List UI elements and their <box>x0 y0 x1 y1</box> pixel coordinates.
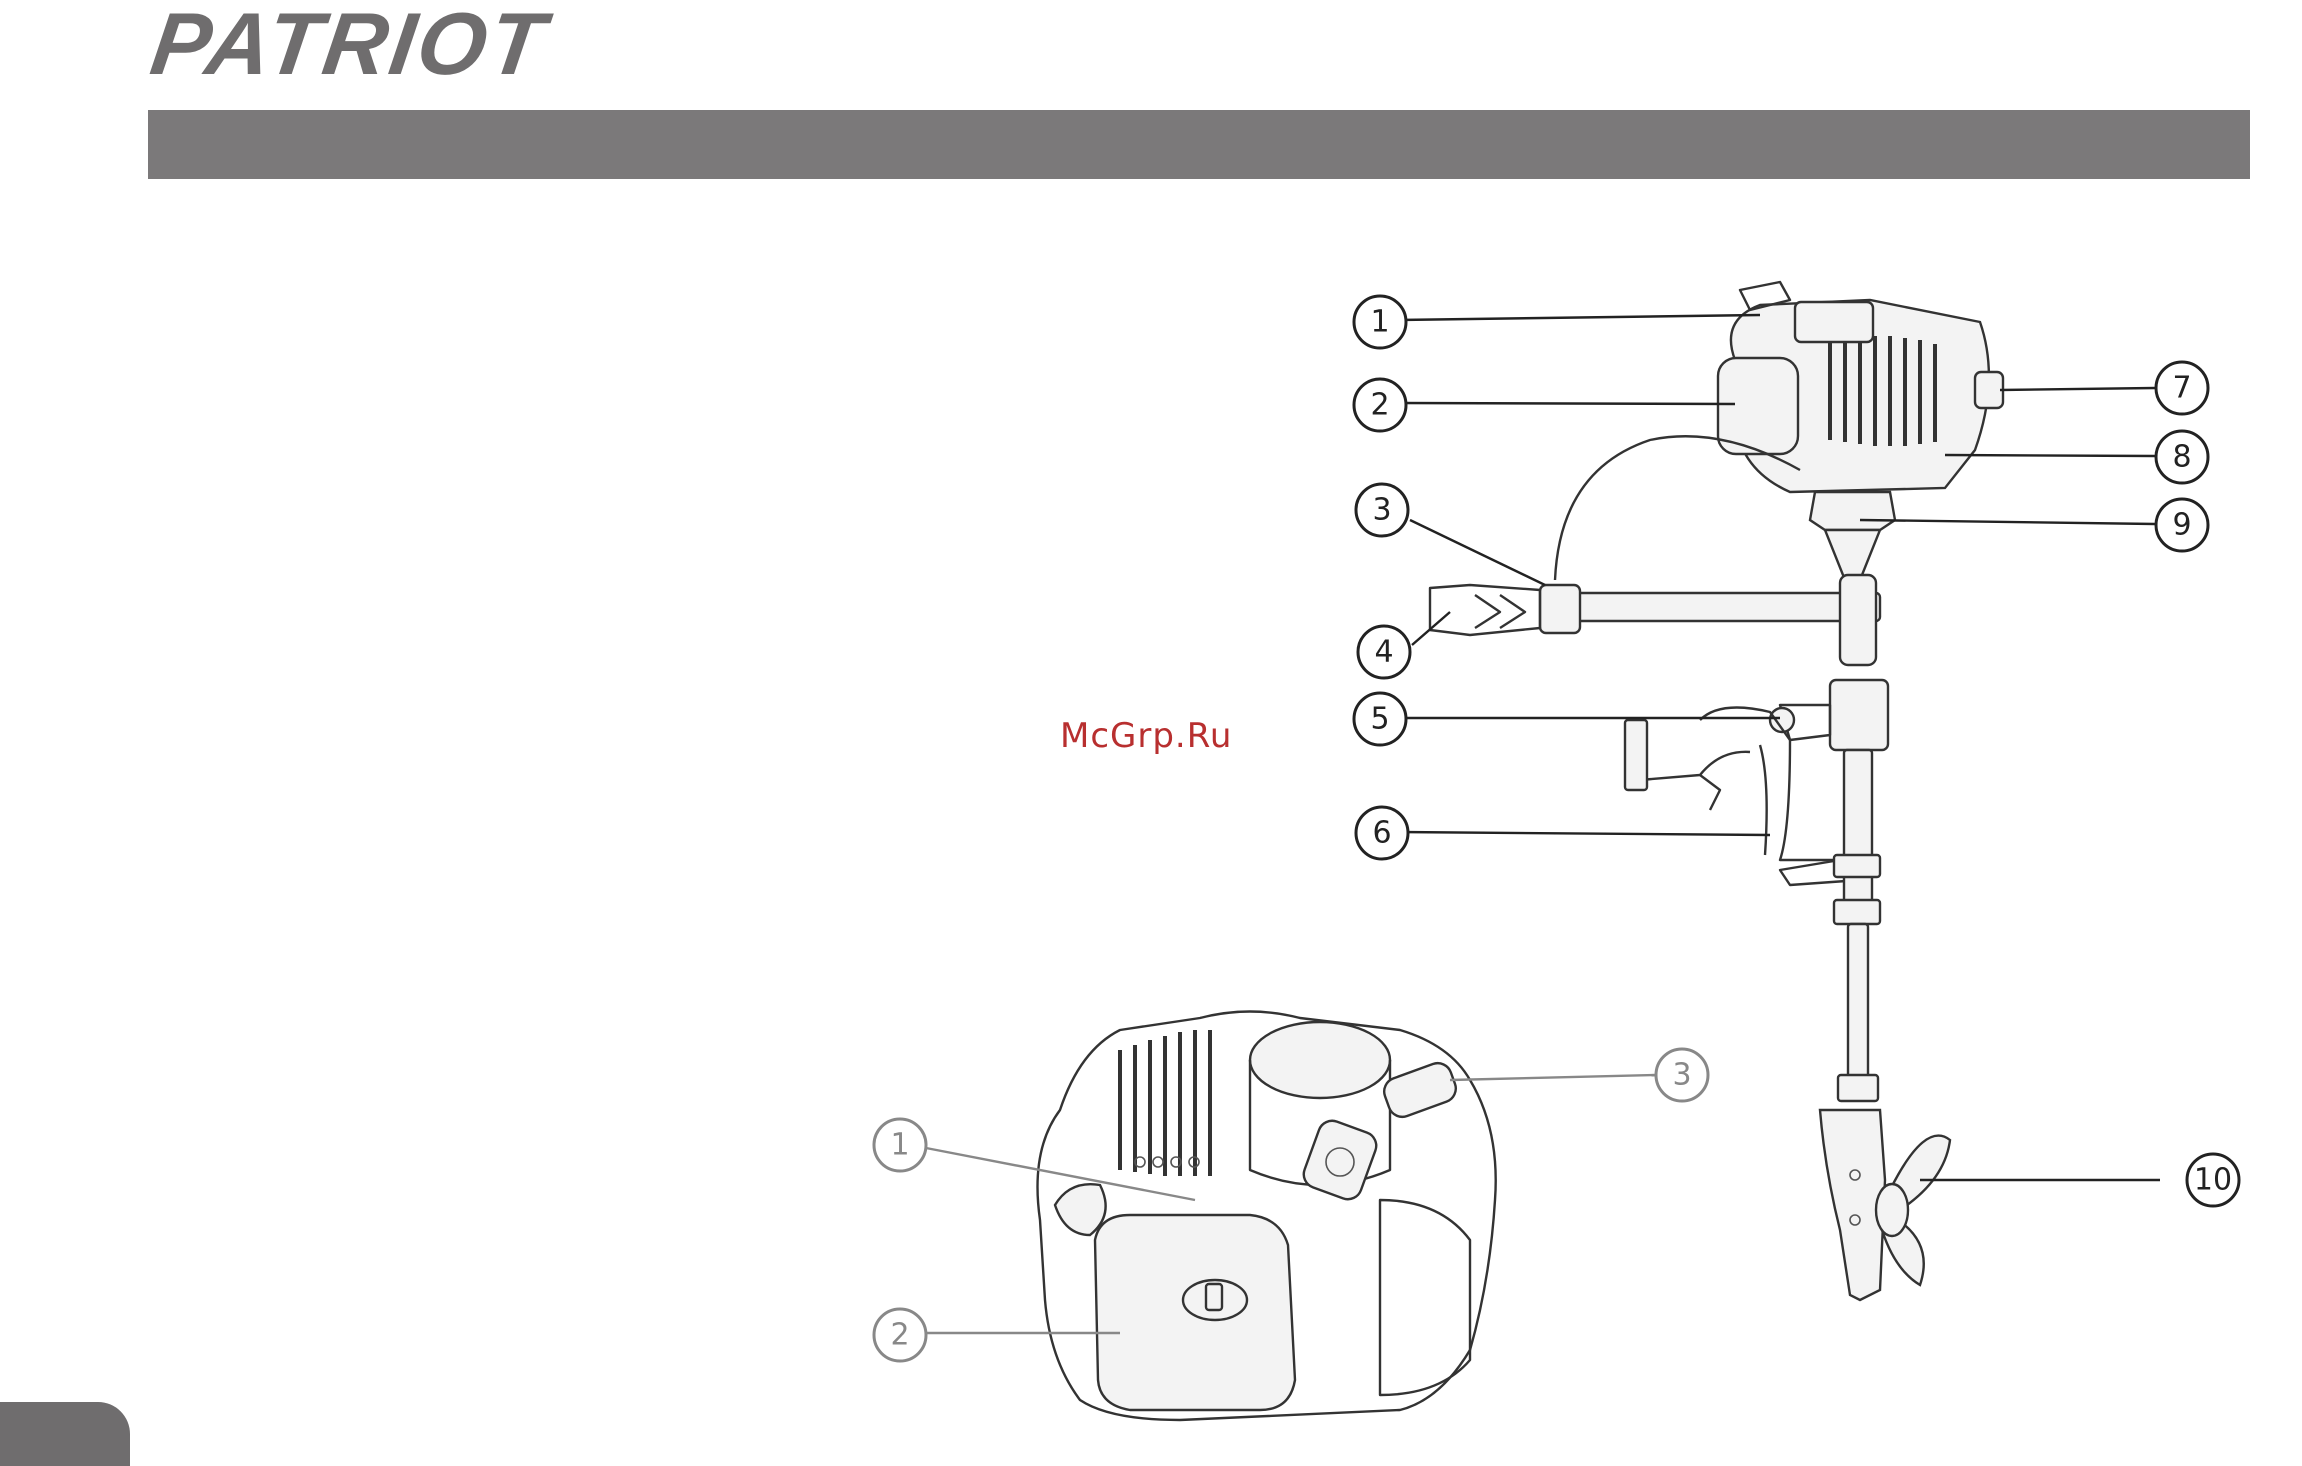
svg-text:3: 3 <box>1672 1058 1691 1093</box>
motor-callout-8: 8 <box>2156 431 2208 483</box>
motor-callout-3: 3 <box>1356 484 1408 536</box>
svg-text:1: 1 <box>1370 305 1389 340</box>
motor-callout-5: 5 <box>1354 693 1406 745</box>
svg-text:6: 6 <box>1372 816 1391 851</box>
svg-text:9: 9 <box>2172 508 2191 543</box>
motor-callout-10: 10 <box>2187 1154 2239 1206</box>
engine-callout-3: 3 <box>1656 1049 1708 1101</box>
engine-closeup-drawing <box>1038 1012 1496 1421</box>
engine-callout-2: 2 <box>874 1309 926 1361</box>
svg-text:2: 2 <box>890 1318 909 1353</box>
svg-text:10: 10 <box>2194 1163 2232 1198</box>
svg-text:7: 7 <box>2172 371 2191 406</box>
outboard-motor-drawing <box>1430 282 2003 1300</box>
motor-callout-7: 7 <box>2156 362 2208 414</box>
svg-text:8: 8 <box>2172 440 2191 475</box>
svg-text:3: 3 <box>1372 493 1391 528</box>
engine-callout-1: 1 <box>874 1119 926 1171</box>
motor-callout-4: 4 <box>1358 626 1410 678</box>
svg-text:5: 5 <box>1370 702 1389 737</box>
svg-text:1: 1 <box>890 1128 909 1163</box>
svg-text:4: 4 <box>1374 635 1393 670</box>
motor-callout-6: 6 <box>1356 807 1408 859</box>
motor-callout-2: 2 <box>1354 379 1406 431</box>
svg-text:2: 2 <box>1370 388 1389 423</box>
motor-callout-1: 1 <box>1354 296 1406 348</box>
motor-callout-9: 9 <box>2156 499 2208 551</box>
